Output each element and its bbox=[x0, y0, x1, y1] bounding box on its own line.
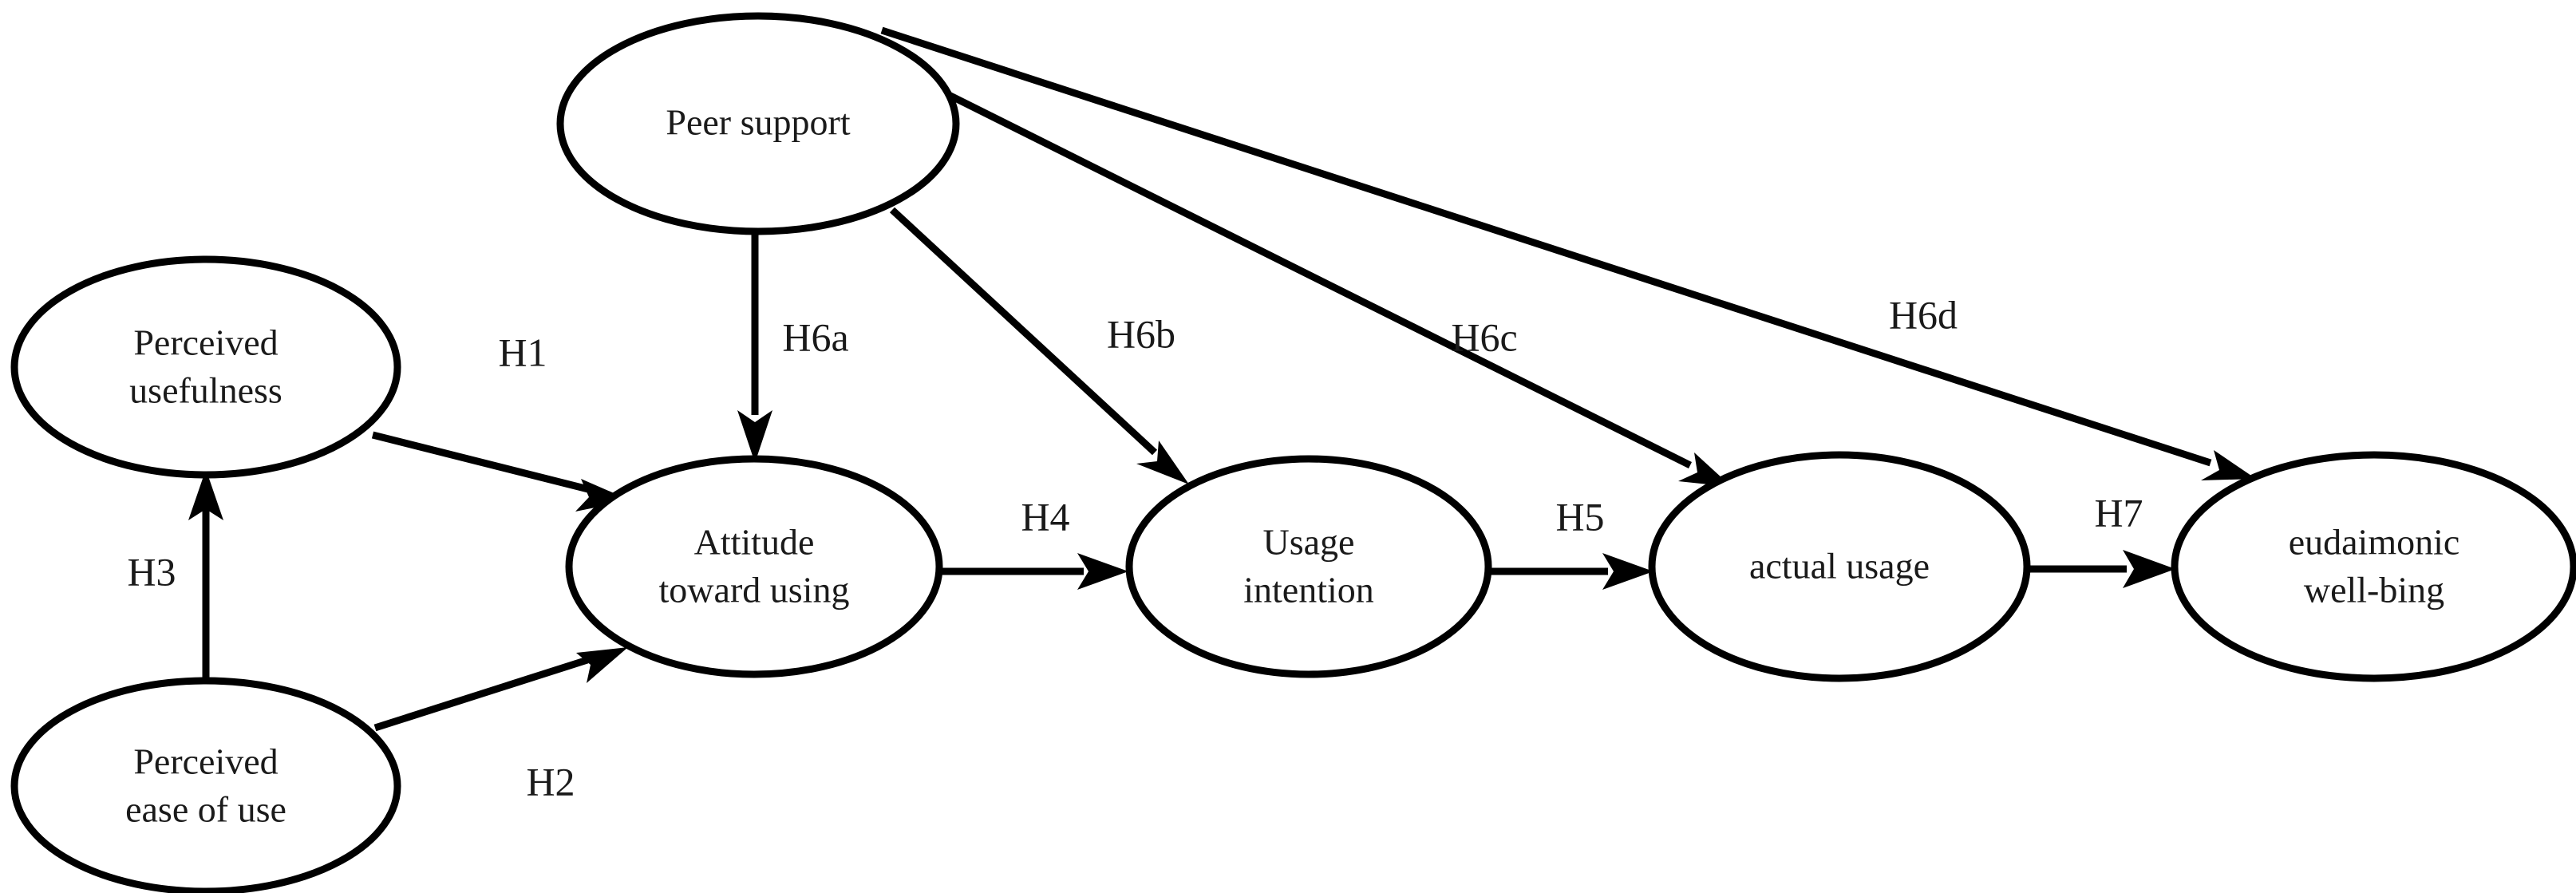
node-eudaimonic-well-bing-shape[interactable] bbox=[2171, 451, 2576, 682]
edge-label-h6c: H6c bbox=[1451, 314, 1517, 359]
node-attitude-toward-using-shape[interactable] bbox=[565, 455, 943, 678]
edge-h6b: H6b bbox=[889, 207, 1189, 484]
edge-h2: H2 bbox=[373, 647, 628, 804]
edge-h1: H1 bbox=[371, 330, 630, 512]
node-actual-usage-label: actual usage bbox=[1749, 546, 1930, 587]
node-perceived-usefulness-label-line2: usefulness bbox=[129, 370, 282, 411]
node-peer-support[interactable]: Peer support bbox=[556, 12, 960, 235]
edge-label-h6d: H6d bbox=[1889, 292, 1958, 337]
edge-h6c-line bbox=[937, 86, 1693, 469]
node-perceived-ease-of-use-label-line1: Perceived bbox=[133, 741, 278, 782]
node-perceived-usefulness-shape[interactable] bbox=[10, 255, 401, 479]
edge-h2-arrowhead bbox=[576, 647, 628, 683]
node-usage-intention-shape[interactable] bbox=[1125, 455, 1492, 678]
node-attitude-toward-using-label-line1: Attitude bbox=[694, 522, 815, 563]
edge-h6b-arrowhead bbox=[1136, 441, 1189, 484]
edge-label-h5: H5 bbox=[1555, 494, 1604, 539]
edge-h3: H3 bbox=[127, 469, 223, 681]
node-eudaimonic-well-bing-label-line1: eudaimonic bbox=[2289, 522, 2460, 563]
node-actual-usage-shape[interactable] bbox=[1648, 451, 2031, 682]
node-peer-support-shape[interactable] bbox=[556, 12, 960, 235]
edge-h6c: H6c bbox=[937, 86, 1732, 487]
node-perceived-ease-of-use[interactable]: Perceived ease of use bbox=[10, 677, 401, 893]
edge-h6b-line bbox=[889, 207, 1158, 456]
node-usage-intention-label-line1: Usage bbox=[1263, 522, 1355, 563]
node-perceived-ease-of-use-label-line2: ease of use bbox=[125, 789, 286, 830]
edge-h7: H7 bbox=[2028, 490, 2175, 588]
node-eudaimonic-well-bing-label-line2: well-bing bbox=[2304, 570, 2444, 610]
edge-label-h1: H1 bbox=[498, 330, 547, 374]
edge-h6d: H6d bbox=[880, 26, 2256, 480]
node-usage-intention-label-line2: intention bbox=[1243, 570, 1374, 610]
node-perceived-ease-of-use-shape[interactable] bbox=[10, 677, 401, 893]
edge-h6d-arrowhead bbox=[2201, 450, 2256, 480]
node-peer-support-label: Peer support bbox=[666, 102, 850, 143]
edge-label-h2: H2 bbox=[526, 759, 575, 804]
edge-h4-arrowhead bbox=[1077, 553, 1128, 590]
edge-h5: H5 bbox=[1489, 494, 1653, 590]
edge-h2-line bbox=[373, 656, 589, 732]
edge-h7-arrowhead bbox=[2123, 550, 2175, 588]
node-actual-usage[interactable]: actual usage bbox=[1648, 451, 2031, 682]
edge-label-h7: H7 bbox=[2094, 490, 2143, 535]
edge-h6d-line bbox=[880, 26, 2212, 467]
edge-h1-arrowhead bbox=[575, 479, 630, 512]
edge-label-h3: H3 bbox=[127, 549, 176, 594]
edge-label-h6a: H6a bbox=[782, 314, 848, 359]
edge-h1-line bbox=[371, 431, 593, 494]
node-attitude-toward-using[interactable]: Attitude toward using bbox=[565, 455, 943, 678]
edge-h3-arrowhead bbox=[188, 469, 223, 520]
edge-h6a-arrowhead bbox=[737, 410, 772, 463]
edge-label-h4: H4 bbox=[1021, 494, 1069, 539]
edge-h5-arrowhead bbox=[1602, 553, 1653, 590]
edge-h6a: H6a bbox=[737, 231, 849, 463]
node-eudaimonic-well-bing[interactable]: eudaimonic well-bing bbox=[2171, 451, 2576, 682]
edge-h4: H4 bbox=[939, 494, 1128, 590]
node-perceived-usefulness[interactable]: Perceived usefulness bbox=[10, 255, 401, 479]
node-perceived-usefulness-label-line1: Perceived bbox=[133, 322, 278, 363]
node-usage-intention[interactable]: Usage intention bbox=[1125, 455, 1492, 678]
edge-label-h6b: H6b bbox=[1107, 311, 1175, 356]
node-attitude-toward-using-label-line2: toward using bbox=[659, 570, 850, 610]
